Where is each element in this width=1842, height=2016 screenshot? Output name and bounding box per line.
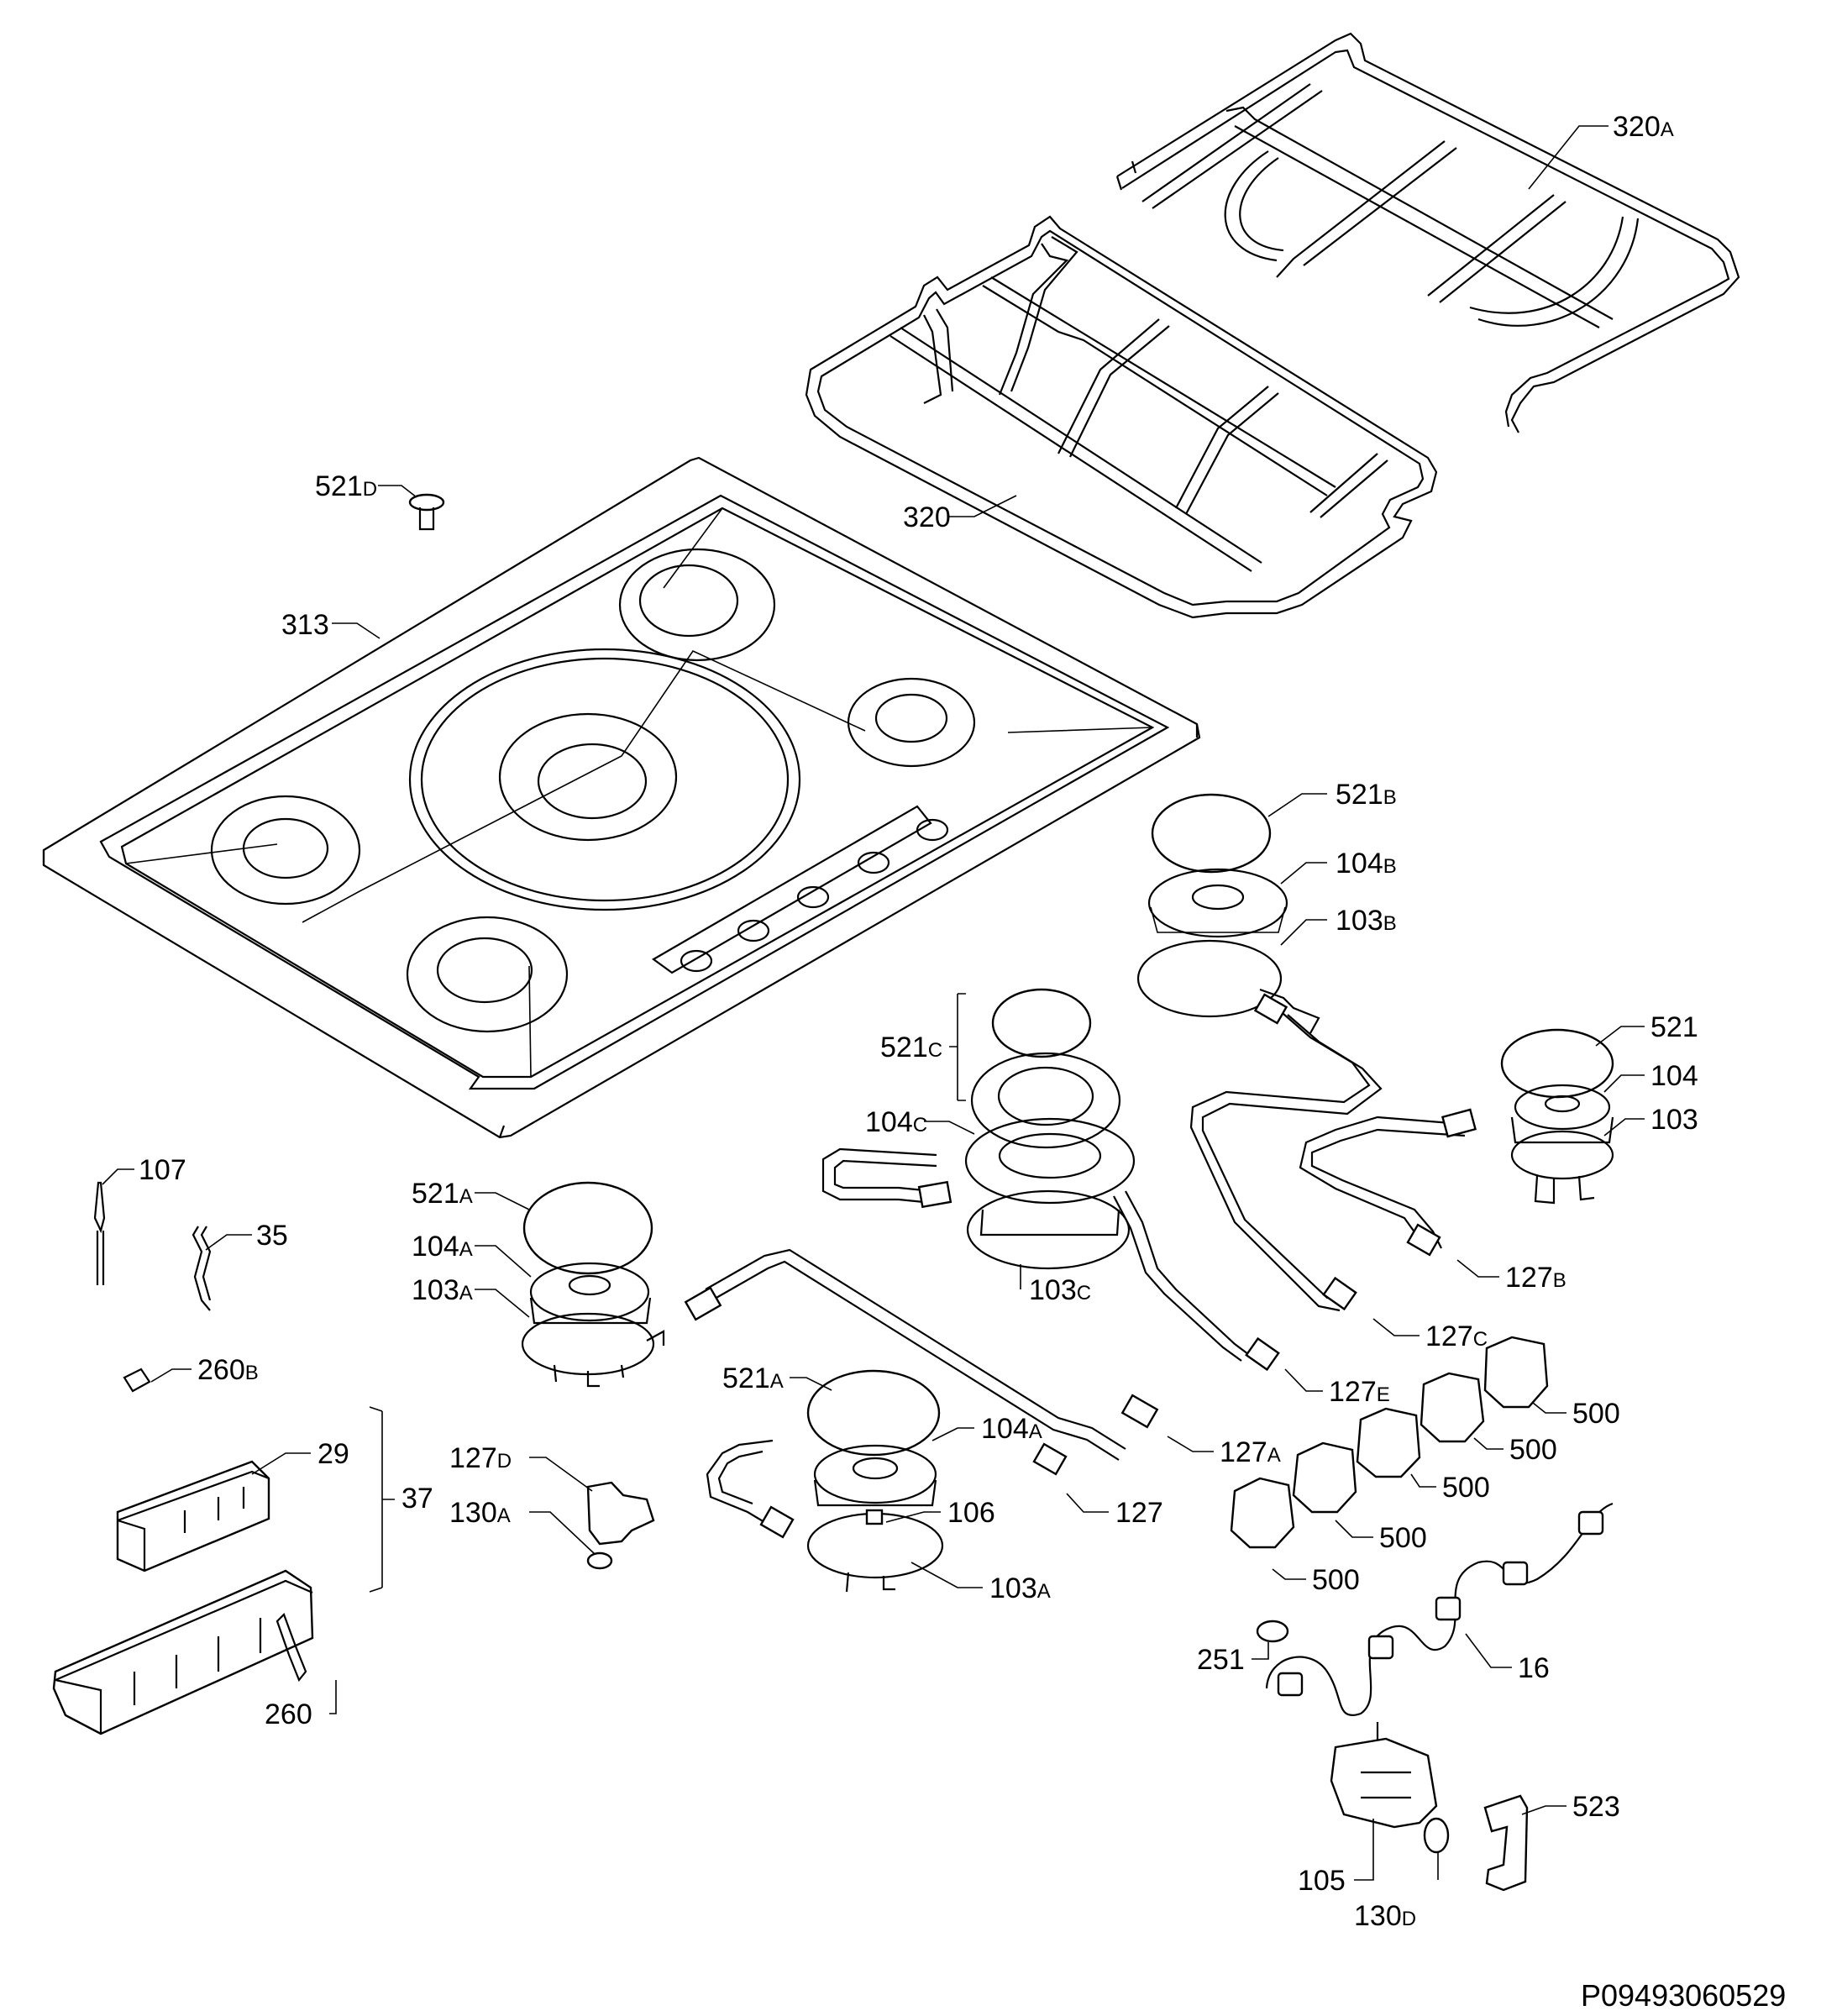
label-104A-mid: 104A xyxy=(981,1413,1042,1445)
label-37: 37 xyxy=(401,1483,433,1515)
label-16: 16 xyxy=(1518,1652,1550,1684)
burner-set-right xyxy=(1500,1028,1614,1205)
ignition-generators-37 xyxy=(52,1460,314,1735)
label-521A-mid: 521A xyxy=(722,1362,784,1394)
label-105: 105 xyxy=(1298,1865,1346,1897)
label-251: 251 xyxy=(1197,1644,1245,1676)
washer-130d xyxy=(1423,1817,1450,1854)
label-500-4: 500 xyxy=(1379,1522,1427,1554)
screw-521d xyxy=(408,493,445,531)
label-106: 106 xyxy=(947,1497,995,1529)
label-103C: 103C xyxy=(1029,1274,1091,1306)
label-320A: 320A xyxy=(1613,111,1674,143)
label-107: 107 xyxy=(139,1154,186,1186)
label-29: 29 xyxy=(317,1438,349,1470)
cooktop-313 xyxy=(42,456,1201,1139)
label-521D: 521D xyxy=(315,470,377,502)
gas-pipes xyxy=(705,1007,1466,1523)
label-104B: 104B xyxy=(1336,848,1397,879)
washer-130a xyxy=(586,1551,613,1570)
label-127B: 127B xyxy=(1505,1262,1566,1294)
label-127C: 127C xyxy=(1425,1320,1488,1352)
label-313: 313 xyxy=(281,609,329,641)
label-320: 320 xyxy=(903,501,951,533)
label-35: 35 xyxy=(256,1220,288,1252)
bracket-523 xyxy=(1483,1794,1529,1892)
label-127: 127 xyxy=(1115,1497,1163,1529)
burner-set-b xyxy=(1136,793,1320,1034)
burner-set-c xyxy=(964,988,1136,1270)
gas-valve-105 xyxy=(1330,1722,1438,1829)
label-260B: 260B xyxy=(197,1354,259,1386)
label-103A-mid: 103A xyxy=(989,1572,1051,1604)
label-104C: 104C xyxy=(865,1106,927,1138)
label-127A: 127A xyxy=(1220,1436,1281,1468)
part-labels: 320A 320 521D 313 521B 104B 103B 521 104… xyxy=(139,111,1698,1932)
label-500-1: 500 xyxy=(1572,1398,1620,1430)
label-127E: 127E xyxy=(1329,1376,1390,1408)
pipe-fittings xyxy=(684,993,1477,1539)
label-260: 260 xyxy=(265,1698,312,1730)
label-103: 103 xyxy=(1650,1104,1698,1136)
burner-set-a-mid xyxy=(806,1369,944,1593)
document-id: P09493060529 xyxy=(1581,1978,1786,2013)
clip-260b xyxy=(123,1368,151,1393)
label-130D: 130D xyxy=(1354,1900,1416,1932)
label-500-3: 500 xyxy=(1442,1472,1490,1504)
electrode-35 xyxy=(192,1226,212,1311)
label-521A-left: 521A xyxy=(412,1178,473,1210)
label-500-2: 500 xyxy=(1509,1434,1557,1466)
pan-support-320a xyxy=(1115,32,1740,433)
label-104: 104 xyxy=(1650,1060,1698,1092)
label-130A: 130A xyxy=(449,1497,511,1529)
label-103B: 103B xyxy=(1336,905,1397,937)
label-104A-left: 104A xyxy=(412,1231,473,1263)
label-521B: 521B xyxy=(1336,779,1397,811)
label-127D: 127D xyxy=(449,1442,512,1474)
label-523: 523 xyxy=(1572,1791,1620,1823)
label-521C: 521C xyxy=(880,1032,942,1063)
thermocouple-107 xyxy=(93,1181,106,1285)
label-500-5: 500 xyxy=(1312,1564,1360,1596)
control-knobs-500 xyxy=(1230,1336,1549,1549)
label-103A-left: 103A xyxy=(412,1274,473,1306)
leader-lines xyxy=(102,125,1645,1881)
elbow-127d xyxy=(586,1481,655,1546)
pan-support-320 xyxy=(805,215,1438,619)
burner-set-a-left xyxy=(521,1181,665,1388)
ignition-wiring-16 xyxy=(1265,1502,1614,1716)
label-521: 521 xyxy=(1650,1011,1698,1043)
grommet-251 xyxy=(1256,1620,1289,1643)
